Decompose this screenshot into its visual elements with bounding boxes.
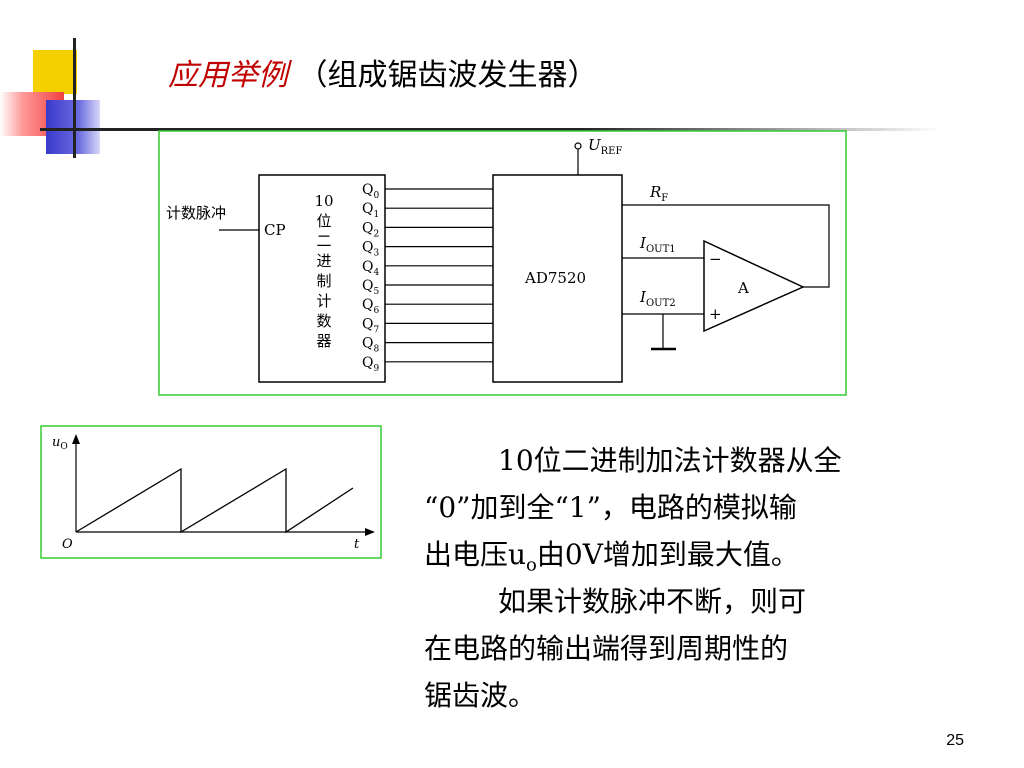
title-highlight: 应用举例 bbox=[168, 58, 288, 93]
title-rest: （组成锯齿波发生器） bbox=[297, 58, 598, 93]
iout1-sub: OUT1 bbox=[646, 244, 676, 255]
q-pin-sub-2: 2 bbox=[373, 229, 379, 239]
q-pin-sub-4: 4 bbox=[373, 268, 379, 278]
text-line-3-sub: o bbox=[526, 554, 537, 576]
text-line-4: 如果计数脉冲不断，则可 bbox=[498, 585, 807, 618]
bus-lines bbox=[385, 188, 493, 363]
counter-label-char-4: 制 bbox=[316, 272, 331, 290]
text-line-2: “0”加到全“1”，电路的模拟输 bbox=[424, 491, 797, 524]
origin-label: O bbox=[62, 537, 73, 552]
q-pin-sub-1: 1 bbox=[373, 210, 379, 220]
text-line-3a: 出电压u bbox=[424, 538, 527, 571]
q-pin-sub-3: 3 bbox=[373, 249, 379, 259]
counter-label-char-2: 二 bbox=[316, 232, 331, 250]
op-amp-minus: − bbox=[709, 250, 722, 268]
page-number: 25 bbox=[946, 732, 964, 749]
uref-terminal bbox=[574, 142, 582, 150]
dac-box bbox=[492, 174, 623, 383]
sawtooth-wave bbox=[75, 467, 354, 534]
op-amp-plus: + bbox=[709, 305, 722, 323]
y-label: uO bbox=[52, 435, 68, 452]
y-label-sub: O bbox=[60, 442, 67, 452]
decor-yellow-square bbox=[33, 50, 77, 94]
counter-box bbox=[258, 174, 386, 383]
decor-horizontal-rule bbox=[40, 128, 940, 131]
cp-label: CP bbox=[264, 221, 286, 239]
counter-label-char-3: 进 bbox=[316, 252, 331, 270]
text-line-6: 锯齿波。 bbox=[424, 679, 537, 712]
count-pulse-label: 计数脉冲 bbox=[166, 204, 226, 222]
waveform-frame bbox=[40, 425, 382, 559]
x-axis-arrow bbox=[365, 528, 375, 536]
rf-feedback-line bbox=[622, 204, 830, 288]
text-line-1: 10位二进制加法计数器从全 bbox=[498, 444, 842, 477]
t-label: t bbox=[354, 537, 360, 552]
circuit-frame bbox=[158, 130, 847, 396]
counter-label-char-6: 数 bbox=[316, 312, 331, 330]
text-line-3: 出电压uo由0V增加到最大值。 bbox=[424, 531, 799, 589]
counter-label-char-7: 器 bbox=[316, 332, 331, 350]
rf-sub: F bbox=[661, 193, 668, 204]
y-axis-arrow bbox=[72, 434, 80, 444]
slide-title: 应用举例 （组成锯齿波发生器） bbox=[168, 50, 598, 94]
uref-sub: REF bbox=[601, 146, 623, 157]
q-pin-sub-7: 7 bbox=[373, 325, 379, 335]
q-pin-sub-5: 5 bbox=[373, 287, 379, 297]
text-line-5: 在电路的输出端得到周期性的 bbox=[424, 632, 789, 665]
counter-label-char-1: 位 bbox=[316, 212, 331, 230]
q-pin-sub-6: 6 bbox=[373, 306, 379, 316]
dac-name: AD7520 bbox=[524, 269, 586, 287]
text-line-3b: 由0V增加到最大值。 bbox=[536, 538, 799, 571]
q-pin-sub-9: 9 bbox=[373, 364, 379, 374]
op-amp-label: A bbox=[737, 279, 749, 297]
counter-label-char-0: 10 bbox=[314, 192, 333, 210]
iout2-sub: OUT2 bbox=[646, 298, 676, 309]
q-pin-sub-0: 0 bbox=[373, 191, 379, 201]
decor-vertical-rule bbox=[73, 38, 76, 158]
counter-label-char-5: 计 bbox=[316, 292, 331, 310]
op-amp bbox=[703, 239, 805, 333]
q-pin-sub-8: 8 bbox=[373, 345, 379, 355]
